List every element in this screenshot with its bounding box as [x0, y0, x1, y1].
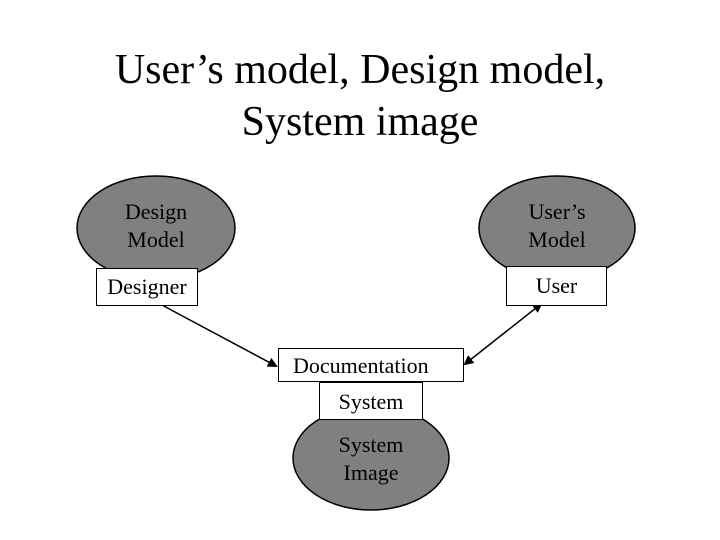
user-model-label: User’s Model — [497, 198, 617, 254]
system-box: System — [319, 382, 423, 420]
title-line-2: System image — [241, 99, 479, 145]
design-model-label-line-2: Model — [127, 227, 185, 252]
user-model-label-line-2: Model — [528, 227, 586, 252]
system-image-label-line-2: Image — [343, 460, 399, 485]
design-model-label-line-1: Design — [124, 199, 188, 224]
page-title: User’s model, Design model, System image — [0, 44, 720, 148]
user-to-documentation-arrow — [463, 302, 543, 366]
title-line-1: User’s model, Design model, — [114, 47, 606, 93]
user-box: User — [506, 266, 607, 306]
designer-box: Designer — [96, 268, 198, 306]
system-image-label: System Image — [311, 431, 431, 487]
design-model-label: Design Model — [96, 198, 216, 254]
documentation-box: Documentation — [278, 348, 464, 382]
user-model-label-line-1: User’s — [528, 199, 586, 224]
designer-to-documentation-arrow — [159, 303, 278, 367]
system-image-label-line-1: System — [338, 432, 404, 457]
